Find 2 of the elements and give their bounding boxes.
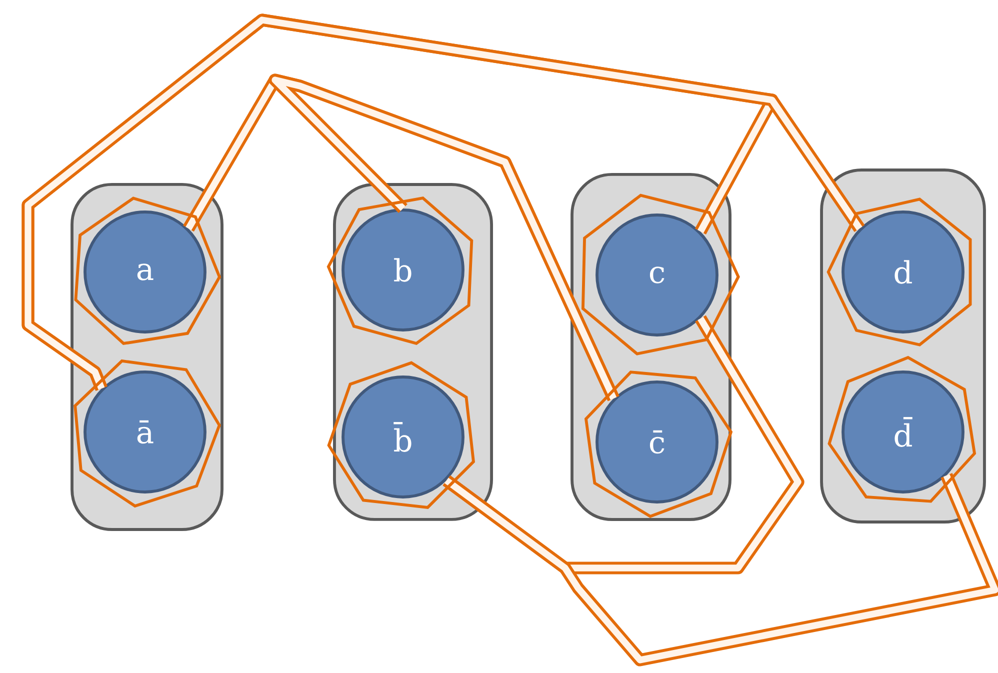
hyperedge-tube [268, 74, 620, 402]
hyperedge-tube [442, 473, 998, 666]
